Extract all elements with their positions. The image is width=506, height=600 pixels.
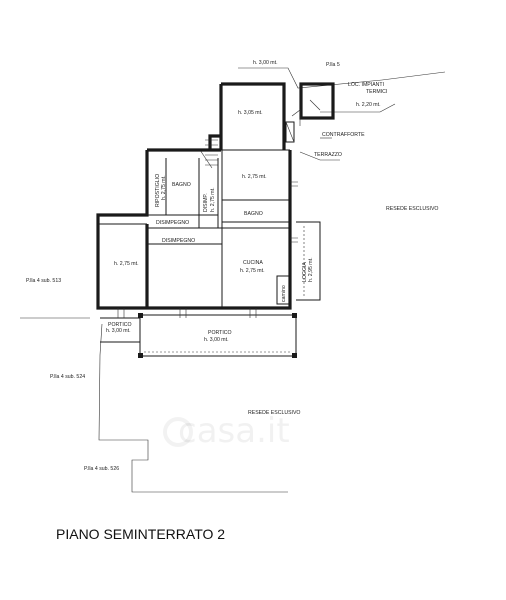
bathroom-label-2: BAGNO: [244, 211, 263, 217]
small-portico-height: h. 3,00 mt.: [106, 328, 131, 334]
loggia-area: [296, 221, 321, 301]
buttress-label: CONTRAFFORTE: [322, 132, 365, 138]
outer-walls: [96, 148, 292, 310]
watermark-logo-icon: [163, 417, 193, 447]
upper-room: [219, 82, 290, 151]
kitchen-height: h. 2,75 mt.: [240, 268, 265, 274]
terrace-label: TERRAZZO: [314, 152, 342, 158]
loggia-height: h. 2,95 mt.: [308, 257, 314, 282]
hall-height-small: h. 2,75 mt.: [210, 187, 216, 212]
window-marks: [117, 181, 298, 318]
boiler-height-label: h. 2,20 mt.: [356, 102, 381, 108]
porticos: [100, 313, 297, 358]
hall-label-1: DISIMPEGNO: [156, 220, 189, 226]
parcel-label-526: P.lla 4 sub. 526: [84, 466, 119, 472]
property-boundaries: [20, 67, 446, 493]
height-label-top: h. 3,00 mt.: [253, 60, 278, 66]
kitchen-label: CUCINA: [243, 260, 263, 266]
hall-label-2: DISIMPEGNO: [162, 238, 195, 244]
interior-walls: [98, 150, 290, 308]
resede-label-bottom: RESEDE ESCLUSIVO: [248, 410, 300, 416]
boiler-room-label: LOC. IMPIANTI: [348, 82, 384, 88]
buttress: [285, 109, 301, 143]
boiler-room-label-2: TERMICI: [366, 89, 387, 95]
portico-label: PORTICO: [208, 330, 232, 336]
upper-room-height: h. 3,05 mt.: [238, 110, 263, 116]
watermark: casa.it: [178, 411, 290, 451]
storage-label: RIPOSTIGLIO: [155, 174, 161, 207]
left-room-height: h. 2,75 mt.: [114, 261, 139, 267]
boiler-room: [299, 82, 335, 120]
hall-label-small: DISIMP.: [203, 193, 209, 212]
plan-title: PIANO SEMINTERRATO 2: [56, 526, 225, 542]
loggia-label: LOGGIA: [302, 262, 308, 282]
small-portico-label: PORTICO: [108, 322, 132, 328]
bathroom-label-1: BAGNO: [172, 182, 191, 188]
portico-height: h. 3,00 mt.: [204, 337, 229, 343]
parcel-label-513: P.lla 4 sub. 513: [26, 278, 61, 284]
resede-label-right: RESEDE ESCLUSIVO: [386, 206, 438, 212]
parcel-label-5: P.lla 5: [326, 62, 340, 68]
room-height-upper: h. 2,75 mt.: [242, 174, 267, 180]
fireplace-label: camino: [281, 285, 287, 302]
parcel-label-524: P.lla 4 sub. 524: [50, 374, 85, 380]
storage-height: h. 2,75 mt.: [161, 175, 167, 200]
